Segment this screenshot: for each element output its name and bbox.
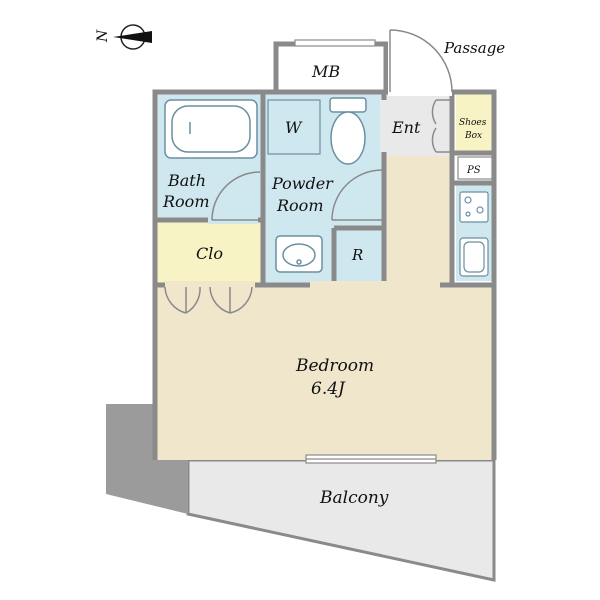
compass: N [95, 24, 152, 50]
corridor-area [386, 156, 452, 285]
bedroom-area [157, 285, 494, 460]
entrance-area [386, 92, 452, 156]
entrance-door [389, 29, 453, 93]
washer-icon [267, 99, 321, 155]
ps-label: PS [466, 165, 481, 176]
bedroom-label: Bedroom [295, 356, 374, 376]
kitchen-stove-icon [459, 191, 489, 223]
shoes-box-label-1: Shoes [459, 118, 487, 128]
mb-label: MB [311, 62, 340, 81]
passage-label: Passage [443, 39, 505, 57]
shoes-box-label-2: Box [464, 131, 482, 141]
toilet-icon [329, 97, 367, 165]
shoes-box-area [456, 92, 492, 152]
washer-label: W [285, 118, 303, 137]
windows [294, 39, 437, 464]
closet-doors [164, 286, 253, 314]
bathtub-icon [164, 99, 258, 159]
closet-area [157, 222, 263, 283]
sink-icon [275, 235, 323, 273]
compass-north-label: N [95, 29, 111, 43]
bath-label-1: Bath [167, 171, 206, 190]
kitchen-sink-icon [459, 237, 489, 277]
compass-needle-icon [113, 31, 152, 43]
balcony-area [186, 458, 496, 582]
clo-label: Clo [196, 244, 223, 263]
mb-area [276, 44, 384, 92]
ent-label: Ent [391, 118, 421, 137]
ent-inner-door [431, 99, 452, 153]
ps-box [457, 156, 493, 180]
bath-label-2: Room [162, 192, 209, 211]
fridge-area [336, 228, 384, 283]
bedroom-size-label: 6.4J [311, 379, 346, 399]
powder-label-2: Room [276, 196, 323, 215]
fridge-label: R [351, 246, 363, 264]
powder-door [331, 169, 383, 221]
balcony-label: Balcony [319, 488, 389, 508]
powder-label-1: Powder [271, 174, 334, 193]
bedroom-left-wall [153, 283, 187, 460]
bath-door [211, 171, 261, 221]
